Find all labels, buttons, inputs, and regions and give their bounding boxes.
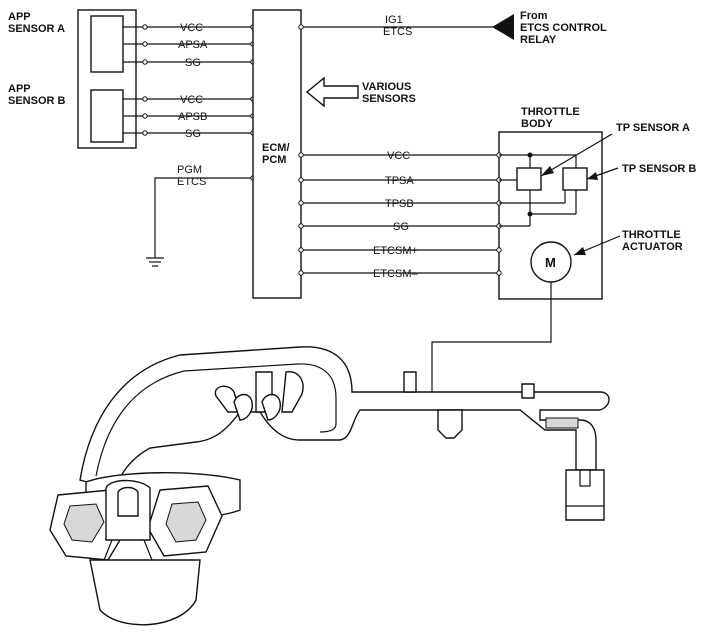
app-sensor-a-label-1: APP [8,11,31,23]
various-label-2: SENSORS [362,93,416,105]
intake-manifold-illustration [49,346,610,626]
tp-sensor-b-label: TP SENSOR B [622,163,696,175]
wire-tpsb: TPSB [385,198,414,210]
actuator-link-line [431,282,552,400]
wire-sg-a: SG [185,57,201,69]
app-sensor-b-label-2: SENSOR B [8,95,66,107]
motor-label: M [545,255,556,270]
wire-sg-b: SG [185,128,201,140]
relay-label-1: From [520,10,548,22]
wire-apsa: APSA [178,39,208,51]
pgm-etcs-ground-wire [146,175,256,267]
throttle-actuator-label-1: THROTTLE [622,229,681,241]
wire-apsb: APSB [178,111,207,123]
wire-vcc-a: VCC [180,22,203,34]
app-sensor-b-box [90,89,124,143]
wire-vcc-b: VCC [180,94,203,106]
relay-label-2: ETCS CONTROL [520,22,607,34]
various-label-1: VARIOUS [362,81,411,93]
wire-ig1-1: IG1 [385,14,403,26]
wire-etcsm-minus: ETCSM– [373,268,419,280]
various-sensors-arrow [305,76,359,108]
wire-pgm-1: PGM [177,164,202,176]
wire-vcc-t: VCC [387,150,410,162]
wire-ig1-2: ETCS [383,26,412,38]
throttle-body-label-2: BODY [521,118,553,130]
tp-sensor-a-label: TP SENSOR A [616,122,690,134]
app-sensor-a-label-2: SENSOR A [8,23,65,35]
ig1-etcs-wire [298,14,514,40]
tp-sensor-internal-wiring [499,152,577,227]
ecm-label-2: PCM [262,154,286,166]
wire-pgm-2: ETCS [177,176,206,188]
ecm-pcm-box [252,9,302,299]
wire-sg-t: SG [393,221,409,233]
throttle-body-label-1: THROTTLE [521,106,580,118]
throttle-wires [298,152,502,276]
app-sensor-b-label-1: APP [8,83,31,95]
wire-etcsm-plus: ETCSM+ [373,245,418,257]
tp-sensor-a-box [516,167,542,191]
tp-sensor-b-box [562,167,588,191]
ecm-label-1: ECM/ [262,142,290,154]
relay-label-3: RELAY [520,34,557,46]
wire-tpsa: TPSA [385,175,414,187]
app-sensor-a-box [90,15,124,73]
throttle-actuator-label-2: ACTUATOR [622,241,683,253]
leader-lines [540,133,621,256]
